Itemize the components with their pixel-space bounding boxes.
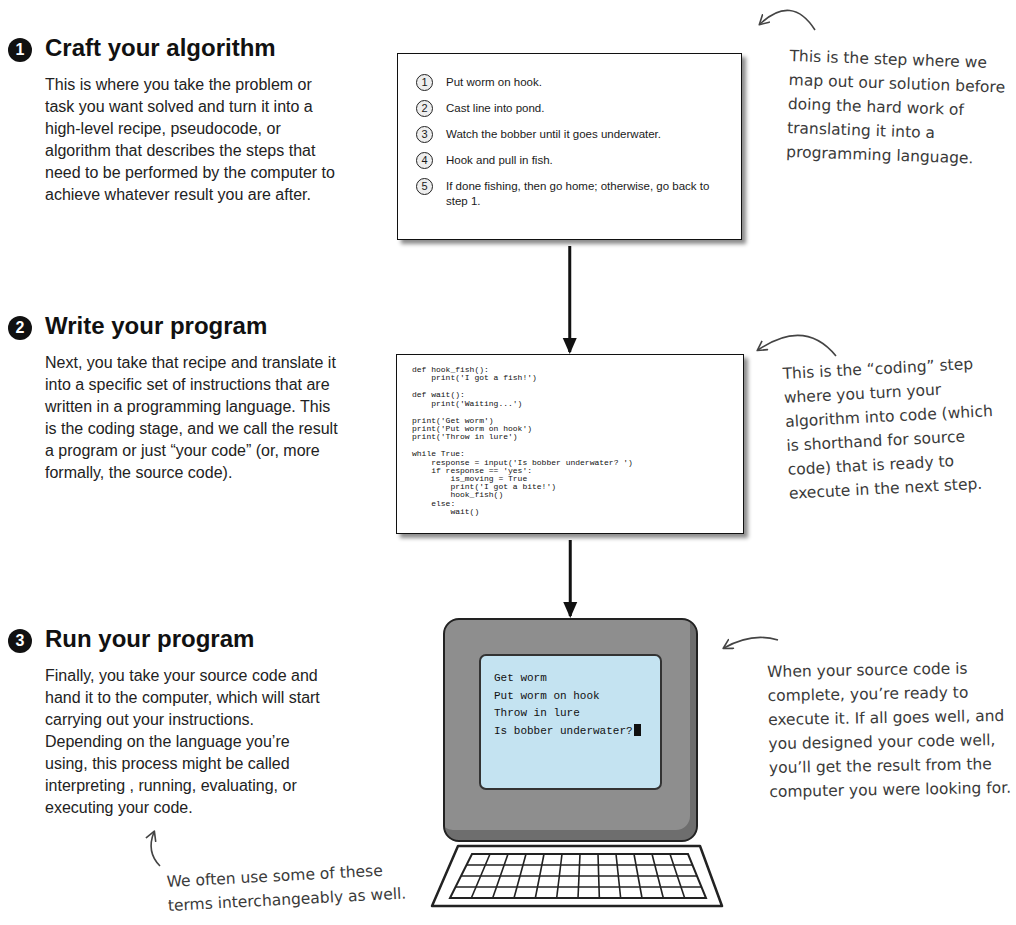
code-line: print('Waiting...') (412, 400, 731, 408)
code-line: print('Throw in lure') (412, 433, 731, 441)
keyboard-grid (456, 854, 702, 898)
step-row: 3 Watch the bobber until it goes underwat… (416, 126, 725, 143)
screen-line: Throw in lure (494, 705, 650, 723)
callout-arrow (760, 10, 815, 30)
margin-note: We often use some of these terms interch… (166, 857, 423, 918)
step-description: This is where you take the problem or ta… (45, 74, 345, 206)
step-number: 3 (416, 126, 433, 143)
step-heading: Write your program (45, 312, 365, 340)
code-line: if response == 'yes': (412, 467, 731, 475)
step-heading: Run your program (45, 625, 365, 653)
step-text: Put worm on hook. (446, 74, 542, 90)
step-number: 2 (8, 316, 32, 340)
code-line: def hook_fish(): (412, 366, 731, 374)
screen-text: Put worm on hook (494, 690, 600, 702)
step-number: 3 (8, 629, 32, 653)
step-text: Hook and pull in fish. (446, 152, 553, 168)
step-number: 4 (416, 152, 433, 169)
step-heading: Craft your algorithm (45, 34, 365, 62)
flow-arrow (569, 540, 572, 616)
code-box: def hook_fish(): print('I got a fish!') d… (396, 354, 744, 534)
algorithm-box: 1 Put worm on hook. 2 Cast line into pond. 3… (397, 53, 742, 240)
flow-arrow (568, 246, 571, 352)
code-line: else: (412, 500, 731, 508)
code-line: print('I got a fish!') (412, 374, 731, 382)
code-line: wait() (412, 508, 731, 516)
screen-line: Get worm (494, 670, 650, 688)
annotation: When your source code is complete, you’r… (767, 656, 1012, 804)
step-row: 5 If done fishing, then go home; otherwis… (416, 178, 725, 209)
step-text: If done fishing, then go home; otherwise… (446, 178, 725, 209)
computer-screen: Get wormPut worm on hookThrow in lure Is … (479, 654, 662, 790)
step-number: 1 (416, 74, 433, 91)
step-row: 2 Cast line into pond. (416, 100, 725, 117)
keyboard-base (432, 846, 722, 906)
step-row: 4 Hook and pull in fish. (416, 152, 725, 169)
code-line: response = input('Is bobber underwater? … (412, 459, 731, 467)
annotation: This is the step where we map out our so… (786, 44, 1008, 172)
step-description: Next, you take that recipe and translate… (45, 352, 340, 484)
step-text: Watch the bobber until it goes underwate… (446, 126, 661, 142)
code-line: print('Put worm on hook') (412, 425, 731, 433)
screen-line: Put worm on hook (494, 688, 650, 706)
code-line: print('Get worm') (412, 417, 731, 425)
screen-text: Throw in lure (494, 707, 580, 719)
code-line: is_moving = True (412, 475, 731, 483)
step-description: Finally, you take your source code and h… (45, 665, 335, 819)
callout-arrow (758, 335, 836, 356)
code-line: print('I got a bite!') (412, 483, 731, 491)
code-line: while True: (412, 450, 731, 458)
computer-monitor: Get wormPut worm on hookThrow in lure Is … (443, 618, 698, 842)
step-number: 2 (416, 100, 433, 117)
text-cursor (634, 724, 641, 736)
screen-text: Is bobber underwater? (494, 725, 633, 737)
code-line: def wait(): (412, 391, 731, 399)
screen-line: Is bobber underwater? (494, 723, 650, 741)
keyboard-keys (450, 854, 706, 898)
step-number: 5 (416, 178, 433, 195)
step-text: Cast line into pond. (446, 100, 544, 116)
annotation: This is the “coding” step where you turn… (782, 350, 1011, 505)
callout-arrow (151, 832, 160, 866)
step-row: 1 Put worm on hook. (416, 74, 725, 91)
step-number: 1 (8, 38, 32, 62)
callout-arrow (724, 637, 778, 648)
screen-text: Get worm (494, 672, 547, 684)
code-line: hook_fish() (412, 491, 731, 499)
